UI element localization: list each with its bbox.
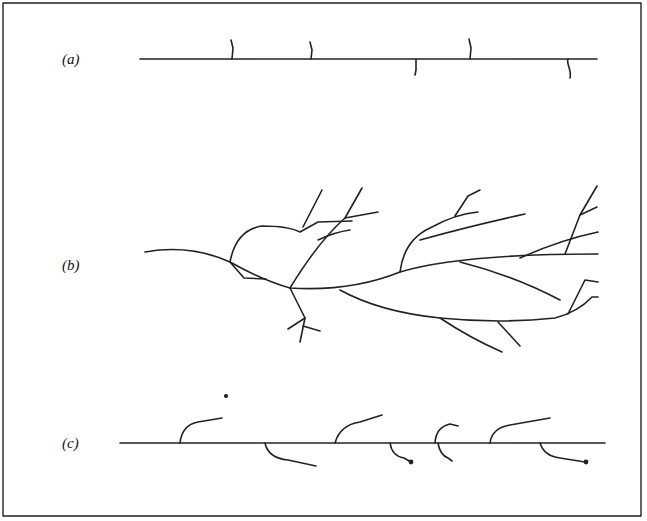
hypha-b — [145, 186, 598, 352]
frame — [3, 3, 641, 516]
panel-label: (a) — [62, 52, 80, 67]
panel-label: (b) — [62, 258, 80, 273]
panel-label: (c) — [62, 436, 79, 451]
hypha-a — [140, 39, 597, 78]
hypha-c — [120, 395, 605, 466]
